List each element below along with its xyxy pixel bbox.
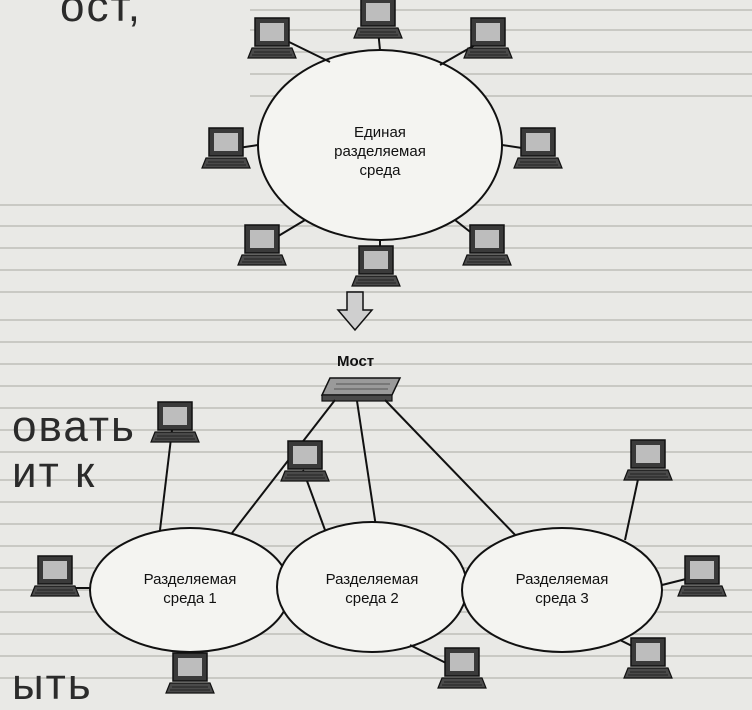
computer-icon: [623, 439, 673, 481]
top-segment-label-line-3: среда: [359, 162, 401, 179]
segment-3-ellipse: [461, 527, 663, 653]
overlay-text-mid-1: овать: [12, 402, 136, 451]
computer-icon: [247, 17, 297, 59]
computer-icon: [280, 440, 330, 482]
computer-icon: [677, 555, 727, 597]
computer-icon: [437, 647, 487, 689]
bridge-device: [320, 377, 402, 402]
top-segment-label: Единая разделяемая среда: [300, 123, 460, 180]
top-segment-label-line-1: Единая: [354, 124, 406, 141]
computer-icon: [165, 652, 215, 694]
segment-1-label-line-1: Разделяемая: [143, 571, 237, 588]
segment-1-label: Разделяемая среда 1: [130, 570, 250, 608]
computer-icon: [351, 245, 401, 287]
segment-3-label: Разделяемая среда 3: [502, 570, 622, 608]
segment-2-label-line-2: среда 2: [345, 590, 399, 607]
computer-icon: [623, 637, 673, 679]
segment-3-label-line-1: Разделяемая: [515, 571, 609, 588]
computer-icon: [201, 127, 251, 169]
computer-icon: [353, 0, 403, 39]
overlay-text-mid-2: ит к: [12, 448, 97, 497]
computer-icon: [462, 224, 512, 266]
top-segment-label-line-2: разделяемая: [334, 143, 426, 160]
overlay-text-top: ост,: [60, 0, 142, 31]
computer-icon: [237, 224, 287, 266]
computer-icon: [30, 555, 80, 597]
computer-icon: [513, 127, 563, 169]
segment-3-label-line-2: среда 3: [535, 590, 589, 607]
computer-icon: [150, 401, 200, 443]
overlay-text-bottom: ыть: [12, 660, 93, 709]
segment-2-label: Разделяемая среда 2: [312, 570, 432, 608]
segment-2-label-line-1: Разделяемая: [325, 571, 419, 588]
computer-icon: [463, 17, 513, 59]
bridge-label: Мост: [337, 353, 375, 370]
segment-1-label-line-2: среда 1: [163, 590, 217, 607]
transform-arrow: [336, 291, 374, 332]
